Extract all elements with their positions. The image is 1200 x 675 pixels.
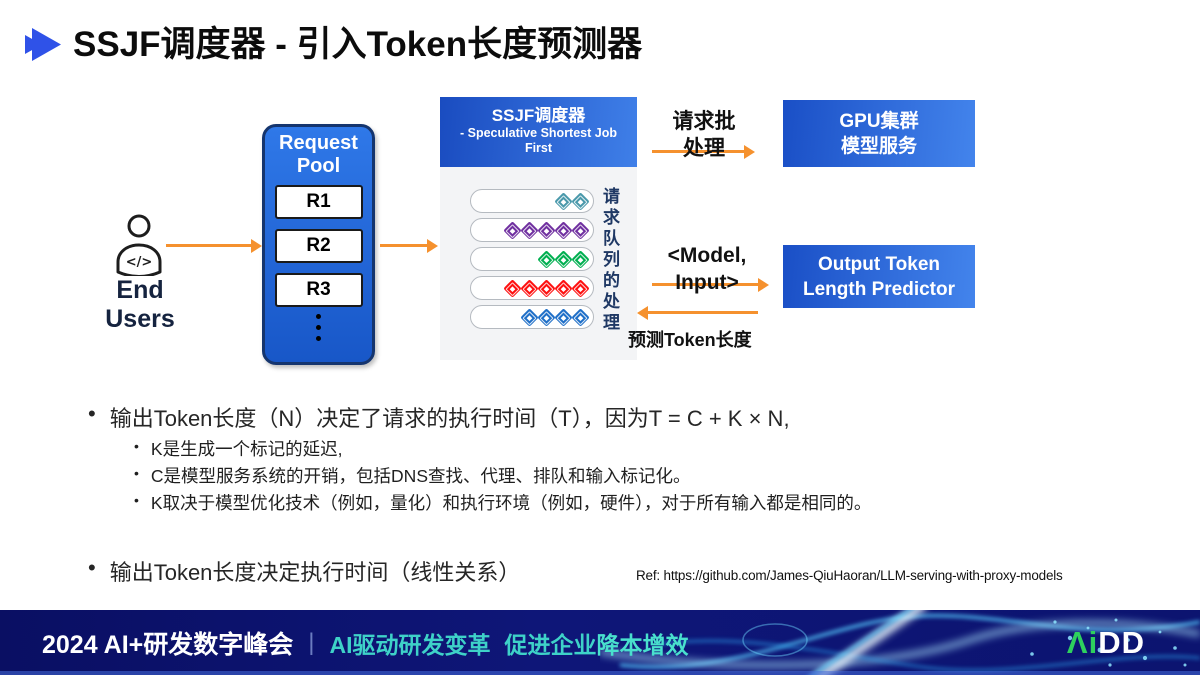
request-diamond [554, 307, 573, 327]
vertical-dots-icon [316, 314, 322, 341]
arrow-batch-to-gpu [652, 144, 755, 159]
aidd-logo: ΛiDD [1067, 625, 1145, 661]
request-diamond [554, 220, 573, 240]
bullet-marker: • [134, 492, 139, 508]
arrow-pool-to-scheduler [380, 238, 438, 253]
queue-row [470, 247, 594, 271]
predicted-token-length-label: 预测Token长度 [628, 330, 752, 350]
request-diamond [554, 249, 573, 269]
request-diamond [554, 191, 573, 211]
queue-side-label: 请求队列的处理 [600, 187, 619, 334]
title-row: SSJF调度器 - 引入Token长度预测器 [25, 16, 642, 67]
queue-row [470, 305, 594, 329]
model-input-label: <Model, Input> [667, 244, 747, 294]
bullet-1-sub-1: • K是生成一个标记的延迟, [134, 438, 343, 459]
pool-slot: R3 [274, 273, 363, 307]
bullet-marker: • [88, 555, 96, 580]
request-diamond [554, 278, 573, 298]
queue-row [470, 276, 594, 300]
request-diamond [537, 307, 556, 327]
light-streaks-decoration [600, 610, 1200, 675]
request-diamond [537, 220, 556, 240]
pool-slot: R2 [274, 229, 363, 263]
end-users-label: End Users [105, 276, 175, 333]
request-diamond [520, 278, 539, 298]
ssjf-scheduler-box: SSJF调度器 - Speculative Shortest Job First… [440, 97, 637, 360]
bullet-1: • 输出Token长度（N）决定了请求的执行时间（T），因为T = C + K … [88, 401, 790, 431]
gpu-cluster-box: GPU集群 模型服务 [783, 100, 975, 167]
footer-slogan-1: AI驱动研发变革 [329, 631, 491, 658]
arrow-users-to-pool [166, 238, 262, 253]
bullet-marker: • [134, 438, 139, 454]
bullet-marker: • [134, 465, 139, 481]
person-code-icon: </> [116, 214, 162, 276]
aidd-logo-green: Λi [1066, 624, 1099, 660]
footer-event-title: 2024 AI+研发数字峰会 [42, 630, 294, 659]
request-diamond [503, 278, 522, 298]
footer-separator: | [308, 628, 315, 656]
arrow-predictor-to-scheduler [637, 305, 758, 320]
page-title: SSJF调度器 - 引入Token长度预测器 [73, 25, 643, 64]
ssjf-scheduler-body: 请求队列的处理 [440, 167, 637, 360]
request-queues [470, 189, 594, 334]
queue-row [470, 218, 594, 242]
svg-text:</>: </> [126, 255, 153, 270]
request-pool-title: Request Pool [279, 132, 358, 177]
ssjf-scheduler-title: SSJF调度器 [491, 106, 586, 125]
request-diamond [537, 249, 556, 269]
footer-slogan-2: 促进企业降本增效 [504, 631, 689, 658]
bullet-1-sub-2: • C是模型服务系统的开销，包括DNS查找、代理、排队和输入标记化。 [134, 465, 691, 486]
request-diamond [520, 307, 539, 327]
fast-forward-icon [25, 28, 61, 61]
bullet-1-sub-3: • K取决于模型优化技术（例如，量化）和执行环境（例如，硬件），对于所有输入都是… [134, 492, 872, 513]
request-diamond [537, 278, 556, 298]
footer-bar: 2024 AI+研发数字峰会 | AI驱动研发变革 促进企业降本增效 ΛiDD [0, 610, 1200, 675]
request-diamond [503, 220, 522, 240]
bullet-2: • 输出Token长度决定执行时间（线性关系） [88, 555, 521, 585]
pool-slot: R1 [274, 185, 363, 219]
request-diamond [571, 191, 590, 211]
bullet-marker: • [88, 401, 96, 426]
output-token-length-predictor-box: Output Token Length Predictor [783, 245, 975, 308]
reference-link: Ref: https://github.com/James-QiuHaoran/… [636, 568, 1063, 583]
footer-bottom-strip [0, 671, 1200, 675]
batch-processing-label: 请求批 处理 [672, 110, 736, 160]
request-diamond [571, 278, 590, 298]
request-diamond [520, 220, 539, 240]
request-diamond [571, 249, 590, 269]
aidd-logo-white: DD [1098, 624, 1145, 660]
arrow-model-to-predictor [652, 277, 769, 292]
request-diamond [571, 307, 590, 327]
queue-row [470, 189, 594, 213]
footer-slogan-3: 降本增效 [596, 631, 689, 658]
request-diamond [571, 220, 590, 240]
ssjf-scheduler-header: SSJF调度器 - Speculative Shortest Job First [440, 97, 637, 167]
